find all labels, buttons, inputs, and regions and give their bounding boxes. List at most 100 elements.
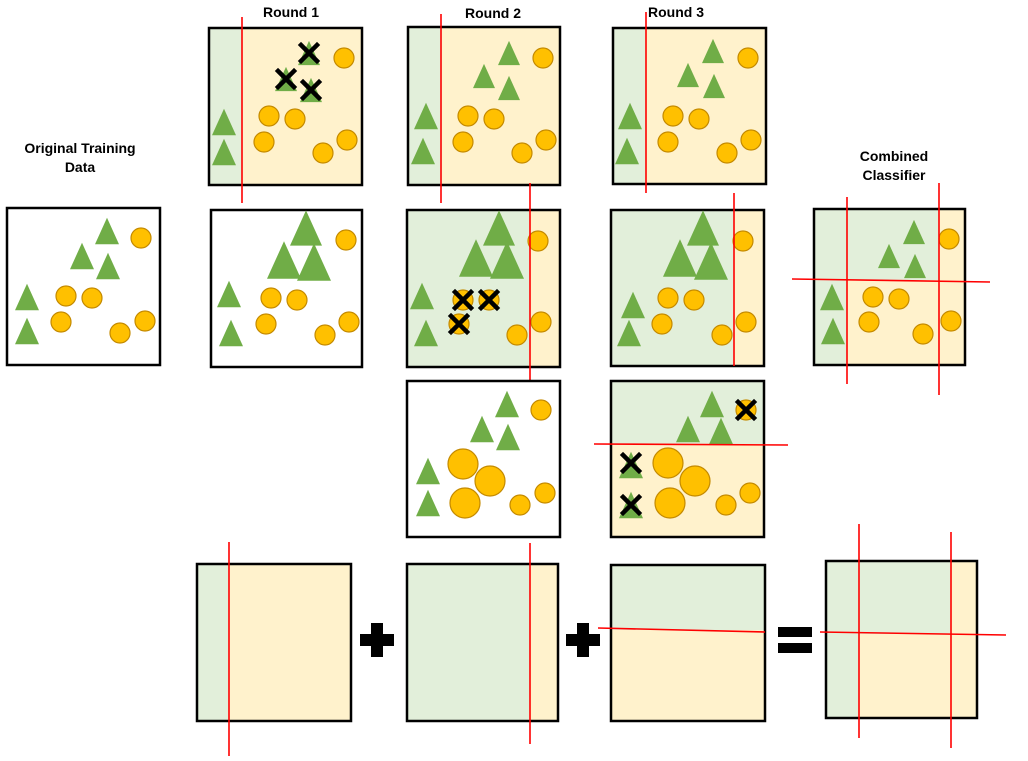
misclassified-x-mark	[451, 288, 475, 312]
weak-classifier-1-panel	[195, 562, 353, 723]
original-data-panel	[5, 206, 162, 367]
circle-point	[657, 287, 679, 309]
triangle-point	[677, 62, 699, 88]
misclassified-x-mark	[477, 288, 501, 312]
circle-point	[912, 323, 934, 345]
circle-point	[651, 313, 673, 335]
circle-point	[534, 482, 556, 504]
region-peach	[951, 562, 977, 634]
round-2-reweighted-data-panel	[405, 379, 562, 539]
triangle-point	[459, 239, 493, 277]
circle-point	[506, 324, 528, 346]
region-green	[827, 634, 859, 718]
circle-point	[654, 487, 686, 519]
weak-classifier-3-panel	[609, 563, 767, 723]
round-3-classifier-panel	[611, 26, 768, 186]
triangle-point	[904, 253, 926, 279]
circle-point	[735, 311, 757, 333]
region-green	[827, 562, 859, 634]
circle-point	[509, 494, 531, 516]
circle-point	[683, 289, 705, 311]
circle-point	[55, 285, 77, 307]
circle-point	[652, 447, 684, 479]
triangle-point	[267, 241, 301, 279]
triangle-point	[416, 489, 440, 517]
circle-point	[740, 129, 762, 151]
triangle-point	[70, 242, 94, 270]
round-2-weighted-classifier-panel	[405, 208, 562, 369]
triangle-point	[687, 210, 719, 246]
round-2-label: Round 2	[465, 5, 521, 21]
misclassified-x-mark	[619, 451, 643, 475]
circle-point	[335, 229, 357, 251]
circle-point	[286, 289, 308, 311]
region-peach	[612, 630, 765, 721]
triangle-point	[498, 40, 520, 66]
equals-operator-top	[778, 627, 812, 637]
triangle-point	[470, 415, 494, 443]
combined-classifier-panel	[812, 207, 967, 367]
circle-point	[452, 131, 474, 153]
circle-point	[312, 142, 334, 164]
triangle-point	[15, 283, 39, 311]
region-peach	[229, 565, 351, 721]
circle-point	[474, 465, 506, 497]
triangle-point	[700, 390, 724, 418]
circle-point	[333, 47, 355, 69]
region-peach	[859, 634, 977, 718]
triangle-point	[410, 282, 434, 310]
circle-point	[679, 465, 711, 497]
circle-point	[739, 482, 761, 504]
plus-operator-2-vertical	[577, 623, 589, 657]
triangle-point	[212, 108, 236, 136]
round-2-classifier-panel	[406, 25, 562, 187]
circle-point	[657, 131, 679, 153]
circle-point	[530, 399, 552, 421]
circle-point	[338, 311, 360, 333]
combined-classifier-label: Combined Classifier	[859, 148, 929, 183]
triangle-point	[416, 457, 440, 485]
circle-point	[457, 105, 479, 127]
circle-point	[253, 131, 275, 153]
weak-classifier-2-panel	[405, 562, 560, 723]
triangle-point	[615, 137, 639, 165]
circle-point	[737, 47, 759, 69]
circle-point	[716, 142, 738, 164]
triangle-point	[495, 390, 519, 418]
circle-point	[862, 286, 884, 308]
triangle-point	[676, 415, 700, 443]
triangle-point	[821, 317, 845, 345]
circle-point	[483, 108, 505, 130]
circle-point	[260, 287, 282, 309]
triangle-point	[217, 280, 241, 308]
misclassified-x-mark	[734, 398, 758, 422]
misclassified-x-mark	[619, 493, 643, 517]
misclassified-x-mark	[274, 67, 298, 91]
misclassified-x-mark	[299, 78, 323, 102]
triangle-point	[694, 242, 728, 280]
circle-point	[715, 494, 737, 516]
triangle-point	[414, 102, 438, 130]
circle-point	[527, 230, 549, 252]
circle-point	[888, 288, 910, 310]
circle-point	[662, 105, 684, 127]
triangle-point	[820, 283, 844, 311]
triangle-point	[96, 252, 120, 280]
circle-point	[336, 129, 358, 151]
circle-point	[530, 311, 552, 333]
triangle-point	[483, 210, 515, 246]
circle-point	[109, 322, 131, 344]
weak-classifier-3-split-line	[597, 627, 766, 633]
circle-point	[732, 230, 754, 252]
triangle-point	[703, 73, 725, 99]
circle-point	[711, 324, 733, 346]
region-green	[859, 562, 951, 634]
region-green	[612, 566, 765, 630]
circle-point	[447, 448, 479, 480]
triangle-point	[297, 243, 331, 281]
circle-point	[50, 311, 72, 333]
circle-point	[314, 324, 336, 346]
circle-point	[511, 142, 533, 164]
round-3-label: Round 3	[648, 4, 704, 20]
